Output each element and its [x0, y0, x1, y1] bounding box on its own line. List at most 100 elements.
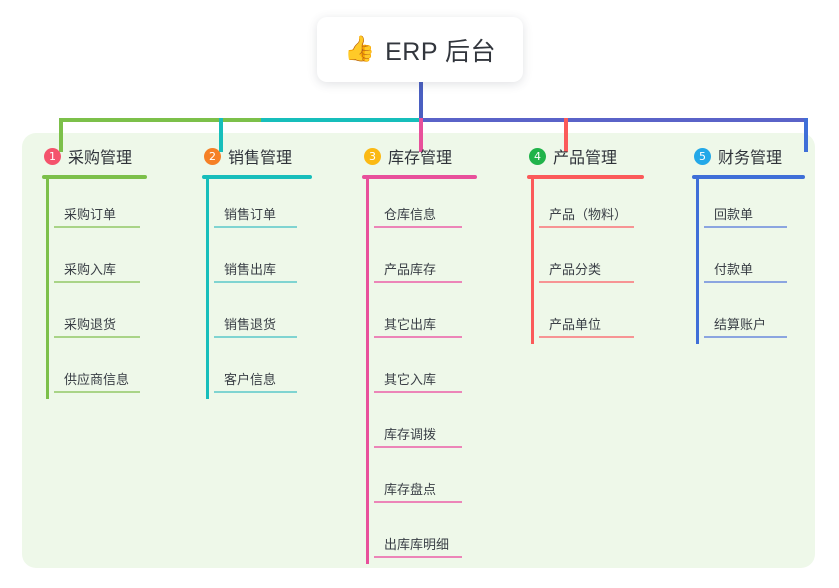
branch-number-badge: 2 — [204, 147, 221, 165]
branch-number-badge: 3 — [364, 147, 381, 165]
branch-column-库存管理: 3 库存管理仓库信息产品库存其它出库其它入库库存调拨库存盘点出库库明细 — [362, 144, 477, 564]
branch-header[interactable]: 1 采购管理 — [42, 144, 147, 168]
branch-item[interactable]: 库存调拨 — [374, 399, 477, 454]
branch-item[interactable]: 产品分类 — [539, 234, 644, 289]
branch-item[interactable]: 仓库信息 — [374, 179, 477, 234]
branch-item[interactable]: 采购入库 — [54, 234, 147, 289]
branch-item-label: 产品单位 — [549, 317, 602, 332]
branch-header[interactable]: 2 销售管理 — [202, 144, 312, 168]
branch-item-underline — [374, 226, 462, 228]
branch-item-underline — [374, 391, 462, 393]
branch-item-underline — [704, 336, 787, 338]
branch-item-underline — [374, 501, 462, 503]
branch-item-underline — [539, 281, 634, 283]
branch-item[interactable]: 产品（物料） — [539, 179, 644, 234]
branch-column-采购管理: 1 采购管理采购订单采购入库采购退货供应商信息 — [42, 144, 147, 399]
branch-title: 销售管理 — [228, 150, 293, 167]
branch-item-label: 产品库存 — [384, 262, 437, 277]
branch-underline — [202, 175, 312, 179]
branch-item[interactable]: 销售退货 — [214, 289, 312, 344]
branch-title: 产品管理 — [553, 150, 618, 167]
branch-item-label: 出库库明细 — [384, 537, 450, 552]
branch-item-underline — [214, 336, 297, 338]
branch-item-underline — [54, 281, 140, 283]
branch-item-list: 采购订单采购入库采购退货供应商信息 — [42, 179, 147, 399]
branch-column-产品管理: 4 产品管理产品（物料） 产品分类产品单位 — [527, 144, 644, 344]
branch-item-underline — [374, 336, 462, 338]
root-title: ERP 后台 — [385, 37, 497, 66]
branch-number-badge: 1 — [44, 147, 61, 165]
branch-item[interactable]: 回款单 — [704, 179, 805, 234]
branch-item[interactable]: 客户信息 — [214, 344, 312, 399]
branch-item-underline — [374, 556, 462, 558]
branch-item-label: 销售出库 — [224, 262, 277, 277]
branch-spine — [46, 179, 49, 399]
branch-item-underline — [704, 226, 787, 228]
branch-item[interactable]: 产品单位 — [539, 289, 644, 344]
branch-header[interactable]: 3 库存管理 — [362, 144, 477, 168]
branch-item-list: 销售订单销售出库销售退货客户信息 — [202, 179, 312, 399]
branch-item-label: 付款单 — [714, 262, 754, 277]
branch-item-list: 产品（物料） 产品分类产品单位 — [527, 179, 644, 344]
branch-item[interactable]: 其它入库 — [374, 344, 477, 399]
branch-item-underline — [214, 391, 297, 393]
branch-title: 采购管理 — [68, 150, 133, 167]
branch-item-label: 其它入库 — [384, 372, 437, 387]
branch-spine — [206, 179, 209, 399]
branch-item-label: 销售退货 — [224, 317, 277, 332]
branch-spine — [366, 179, 369, 564]
branch-underline — [42, 175, 147, 179]
branch-number-badge: 5 — [694, 147, 711, 165]
branch-item-underline — [54, 391, 140, 393]
branch-item-label: 结算账户 — [714, 317, 767, 332]
diagram-background-panel — [22, 133, 815, 568]
thumbs-up-icon: 👍 — [343, 35, 376, 63]
branch-item-label: 库存盘点 — [384, 482, 437, 497]
branch-item-underline — [539, 226, 634, 228]
branch-item-list: 仓库信息产品库存其它出库其它入库库存调拨库存盘点出库库明细 — [362, 179, 477, 564]
branch-title: 库存管理 — [388, 150, 453, 167]
branch-item-label: 库存调拨 — [384, 427, 437, 442]
branch-spine — [696, 179, 699, 344]
branch-item-underline — [704, 281, 787, 283]
branch-item[interactable]: 产品库存 — [374, 234, 477, 289]
branch-item-label: 供应商信息 — [64, 372, 130, 387]
branch-item[interactable]: 其它出库 — [374, 289, 477, 344]
branch-item-label: 采购入库 — [64, 262, 117, 277]
branch-item-label: 回款单 — [714, 207, 754, 222]
branch-item-underline — [374, 281, 462, 283]
branch-spine — [531, 179, 534, 344]
branch-item[interactable]: 付款单 — [704, 234, 805, 289]
branch-item[interactable]: 出库库明细 — [374, 509, 477, 564]
branch-item-label: 采购退货 — [64, 317, 117, 332]
branch-header[interactable]: 4 产品管理 — [527, 144, 644, 168]
branch-item[interactable]: 结算账户 — [704, 289, 805, 344]
branch-item[interactable]: 销售订单 — [214, 179, 312, 234]
branch-item[interactable]: 采购退货 — [54, 289, 147, 344]
branch-item-underline — [539, 336, 634, 338]
branch-item-underline — [374, 446, 462, 448]
branch-item-label: 产品（物料） — [549, 207, 628, 222]
branch-item-label: 产品分类 — [549, 262, 602, 277]
branch-item[interactable]: 销售出库 — [214, 234, 312, 289]
branch-underline — [692, 175, 805, 179]
branch-item[interactable]: 采购订单 — [54, 179, 147, 234]
branch-item-underline — [214, 226, 297, 228]
branch-item-label: 采购订单 — [64, 207, 117, 222]
branch-item-underline — [54, 336, 140, 338]
branch-item[interactable]: 供应商信息 — [54, 344, 147, 399]
branch-item-underline — [54, 226, 140, 228]
branch-item-list: 回款单付款单结算账户 — [692, 179, 805, 344]
branch-number-badge: 4 — [529, 147, 546, 165]
branch-item[interactable]: 库存盘点 — [374, 454, 477, 509]
root-node[interactable]: 👍 ERP 后台 — [317, 17, 523, 82]
branch-item-label: 销售订单 — [224, 207, 277, 222]
branch-item-label: 其它出库 — [384, 317, 437, 332]
branch-column-销售管理: 2 销售管理销售订单销售出库销售退货客户信息 — [202, 144, 312, 399]
branch-underline — [527, 175, 644, 179]
